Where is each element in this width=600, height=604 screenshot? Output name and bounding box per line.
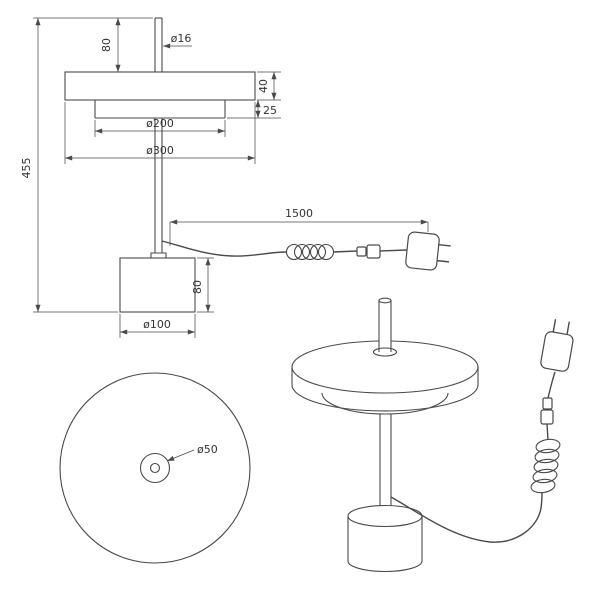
- front-cable: [161, 231, 451, 271]
- label-shade-recess: 25: [263, 104, 277, 117]
- pole-top-outline: [149, 462, 161, 474]
- cable-connector: [356, 244, 381, 259]
- label-shade-height: 40: [257, 79, 270, 93]
- dim-shade-height: 40: [257, 71, 281, 101]
- pole-top-cap-ellipse: [378, 297, 392, 304]
- shade-bottom-rim: [291, 384, 479, 412]
- base-outline: [119, 257, 196, 313]
- persp-upper-pole: [372, 297, 398, 357]
- cable-line: [390, 491, 543, 543]
- cable-line: [161, 240, 288, 257]
- dim-total-height: 455: [20, 17, 153, 313]
- pole-base-collar: [150, 252, 167, 258]
- label-cable-length: 1500: [285, 207, 313, 220]
- cable-coil: [285, 243, 335, 261]
- label-base-diameter: ø100: [143, 318, 171, 331]
- label-inner-diameter: ø200: [146, 117, 174, 130]
- dim-inner-diameter: ø200: [94, 117, 226, 137]
- front-lamp-outline: [64, 17, 256, 313]
- cable-line-2: [332, 250, 358, 253]
- shade-outline: [64, 71, 256, 101]
- dim-base-height: 80: [191, 257, 214, 313]
- persp-cable: [390, 319, 574, 543]
- top-view: ø50: [59, 372, 251, 564]
- dim-hole-diameter: ø50: [166, 443, 218, 462]
- dim-pole-top-height: 80: [100, 18, 121, 72]
- label-pole-top-height: 80: [100, 38, 113, 52]
- pole-collar-ellipse: [372, 347, 398, 357]
- label-pole-diameter: ø16: [171, 32, 192, 45]
- cable-connector: [540, 397, 554, 425]
- cable-line-3: [379, 249, 408, 252]
- persp-shade: [291, 340, 479, 415]
- perspective-view: [291, 297, 574, 573]
- dim-shade-diameter: ø300: [64, 102, 256, 164]
- persp-lower-pole: [379, 414, 392, 512]
- cable-line-2: [546, 423, 549, 441]
- label-total-height: 455: [20, 158, 33, 179]
- label-shade-diameter: ø300: [146, 144, 174, 157]
- dim-pole-diameter: ø16: [163, 32, 192, 49]
- power-plug: [405, 231, 451, 271]
- cable-coil: [530, 438, 561, 494]
- dim-cable-length: 1500: [169, 207, 429, 246]
- dim-shade-recess: 25: [227, 100, 281, 119]
- base-bottom-arc: [347, 560, 423, 573]
- front-view: 455 80 ø16 40 25 ø20: [20, 17, 451, 338]
- dim-base-diameter: ø100: [119, 314, 196, 338]
- label-hole-diameter: ø50: [197, 443, 218, 456]
- power-plug: [540, 319, 574, 372]
- label-base-height: 80: [191, 280, 204, 294]
- diffuser-arc: [321, 392, 449, 415]
- persp-base: [347, 504, 423, 573]
- cable-line-3: [547, 371, 556, 399]
